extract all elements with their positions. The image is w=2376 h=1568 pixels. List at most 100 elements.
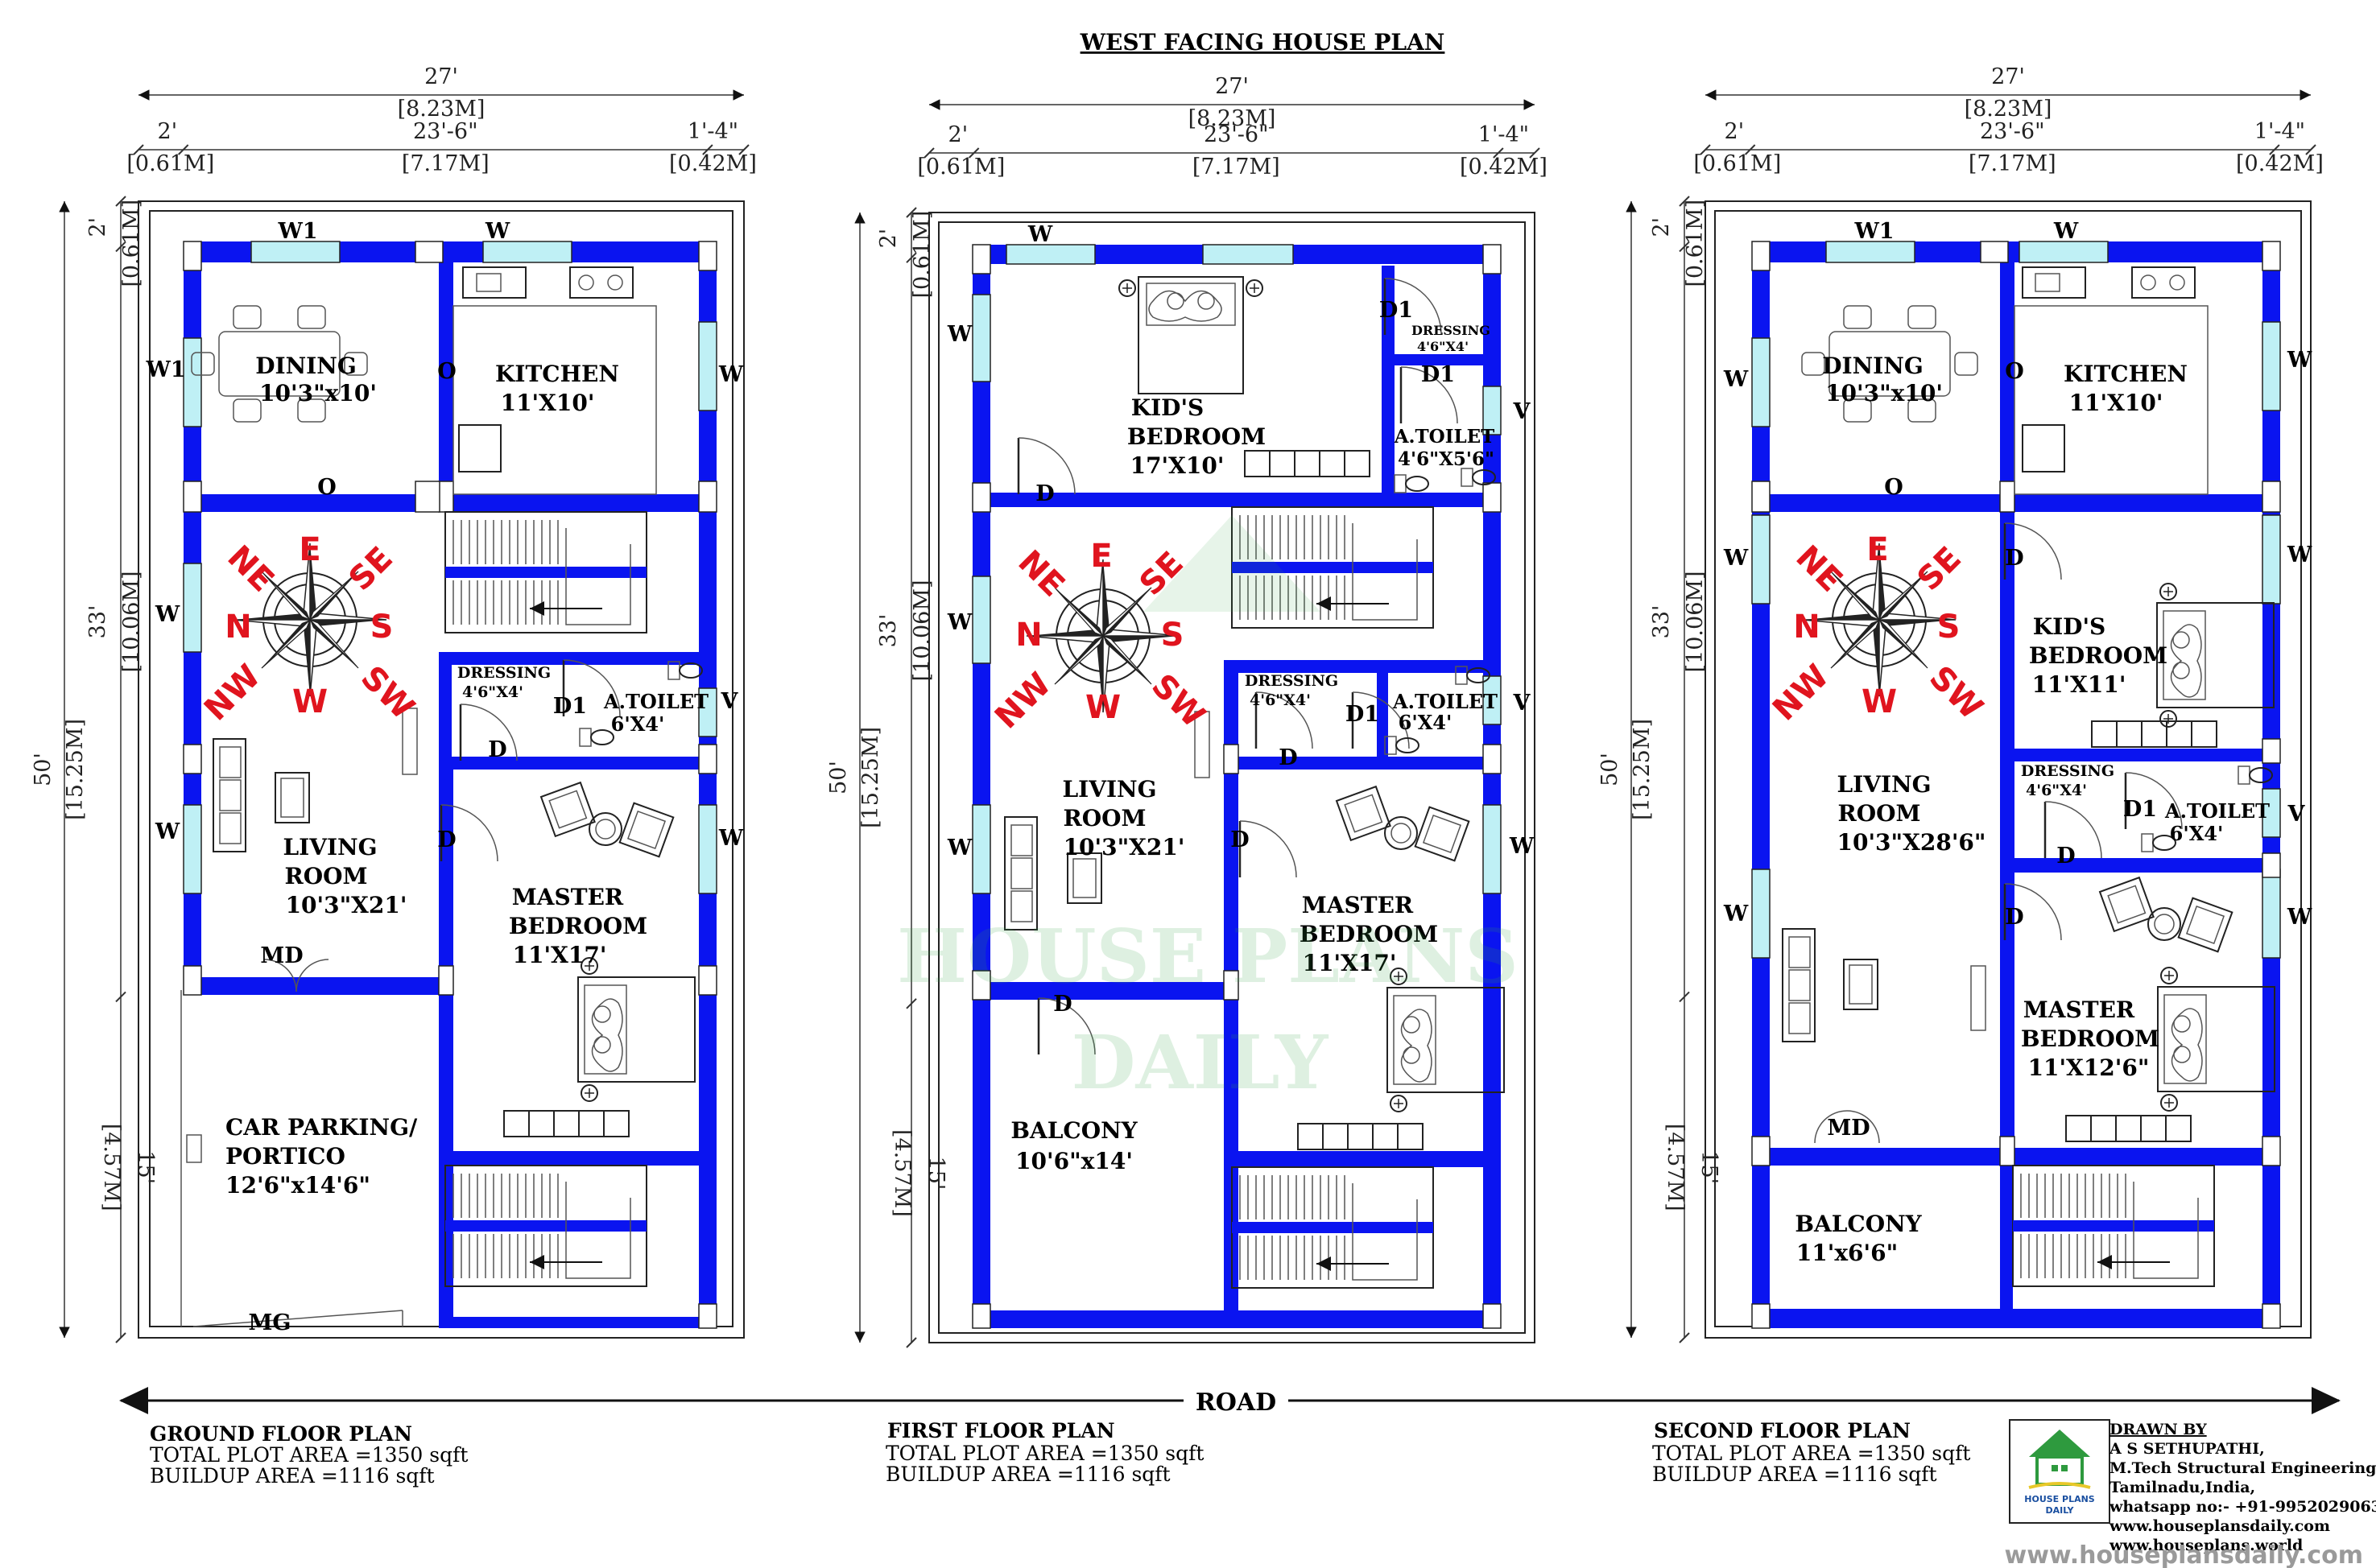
mid-ft: 33': [1649, 605, 1674, 639]
seg-b-ft: 23'-6": [413, 119, 478, 144]
room-master-2: BEDROOM: [1300, 921, 1438, 947]
room-kids-size: 11'X11': [2032, 671, 2126, 698]
label-w: W: [947, 610, 973, 635]
label-o: O: [437, 359, 457, 384]
room-dining-size: 10'3"x10': [1825, 380, 1943, 406]
compass-s: S: [370, 609, 394, 646]
label-w: W: [2287, 905, 2312, 930]
seg-c-ft: 1'-4": [2254, 119, 2305, 144]
credit-name: A S SETHUPATHI,: [2109, 1440, 2265, 1458]
room-dressing-top-size: 4'6"X4': [1417, 339, 1469, 354]
dimension-tick: [1679, 991, 1690, 1003]
room-dining: DINING: [1822, 353, 1924, 379]
room-master: MASTER: [1302, 892, 1414, 918]
room-kids-2: BEDROOM: [2029, 642, 2167, 669]
dimension-tick: [1529, 147, 1540, 159]
seg-b-ft: 23'-6": [1204, 122, 1269, 147]
second-floor-plan: W1 W W W O O W W D D1 V D D W W MD DININ…: [1652, 200, 2312, 1486]
room-balcony: BALCONY: [1795, 1211, 1922, 1237]
bot-m: [4.57M]: [99, 1124, 124, 1211]
room-parking-size: 12'6"x14'6": [225, 1172, 370, 1199]
seg-c-m: [0.42M]: [1460, 155, 1547, 179]
watermark: HOUSE PLANS DAILY: [897, 515, 1519, 1106]
logo-line1: HOUSE PLANS: [2024, 1494, 2095, 1504]
seg-c-m: [0.42M]: [669, 151, 757, 176]
logo-line2: DAILY: [2046, 1505, 2075, 1516]
top-ft: 2': [85, 217, 110, 237]
compass-nw: NW: [197, 658, 267, 728]
label-d1: D1: [553, 694, 587, 719]
seg-c-ft: 1'-4": [1478, 122, 1529, 147]
second-caption: SECOND FLOOR PLAN: [1654, 1419, 1911, 1442]
label-d: D: [2005, 546, 2023, 571]
room-parking-2: PORTICO: [225, 1143, 345, 1170]
label-d: D: [488, 737, 506, 762]
credit-whatsapp: whatsapp no:- +91-9952029063: [2109, 1498, 2376, 1516]
room-living: LIVING: [283, 834, 377, 860]
credits: DRAWN BY A S SETHUPATHI, M.Tech Structur…: [2109, 1421, 2376, 1554]
dimension-tick: [1744, 144, 1756, 155]
room-master: MASTER: [2023, 997, 2135, 1023]
depth-m: [15.25M]: [858, 727, 883, 828]
road-arrow: ROAD: [119, 1387, 2341, 1417]
page-title: WEST FACING HOUSE PLAN: [1080, 29, 1445, 56]
first-caption: FIRST FLOOR PLAN: [887, 1419, 1115, 1442]
second-plot-area: TOTAL PLOT AREA =1350 sqft: [1652, 1442, 1970, 1465]
label-w: W: [947, 836, 973, 860]
width-m: [8.23M]: [1188, 106, 1276, 131]
compass-ne: NE: [220, 538, 281, 600]
bot-m: [4.57M]: [890, 1129, 915, 1217]
second-buildup-area: BUILDUP AREA =1116 sqft: [1652, 1463, 1937, 1486]
room-dressing-top: DRESSING: [1411, 323, 1490, 338]
room-master: MASTER: [512, 884, 624, 910]
credit-site2: www.houseplans.world: [2109, 1537, 2303, 1554]
label-w: W: [1509, 834, 1535, 859]
label-o: O: [317, 475, 337, 500]
label-w: W: [155, 602, 180, 627]
dimension-tick: [906, 998, 917, 1009]
label-w: W: [155, 819, 180, 844]
label-w: W: [1027, 222, 1053, 247]
room-living-2: ROOM: [1063, 805, 1146, 831]
label-w1: W1: [145, 357, 185, 382]
road-label: ROAD: [1196, 1389, 1276, 1417]
label-w: W: [1723, 546, 1749, 571]
compass-se: SE: [342, 540, 400, 598]
width-m: [8.23M]: [1965, 97, 2052, 122]
room-kitchen: KITCHEN: [495, 361, 619, 387]
room-kids: KID'S: [2033, 613, 2106, 640]
room-balcony: BALCONY: [1010, 1117, 1138, 1144]
depth-m: [15.25M]: [1630, 719, 1655, 820]
room-toilet-size: 6'X4': [611, 712, 665, 736]
compass-n: N: [225, 609, 251, 646]
width-ft: 27': [424, 64, 458, 89]
label-w1: W1: [1853, 219, 1894, 244]
top-m: [0.61M]: [1683, 200, 1708, 287]
compass-s: S: [1937, 609, 1961, 646]
dimension-tick: [1679, 196, 1690, 207]
compass-e: E: [1866, 531, 1888, 568]
dimension-tick: [115, 241, 126, 253]
seg-a-ft: 2': [158, 119, 178, 144]
credit-degree: M.Tech Structural Engineering,: [2109, 1459, 2376, 1477]
first-plot-area: TOTAL PLOT AREA =1350 sqft: [886, 1442, 1204, 1465]
compass-w: W: [1085, 689, 1121, 726]
first-floor-plan: W W W W W V V D1 D1 D D1 D D D KID'S BED…: [886, 212, 1535, 1486]
credit-site1: www.houseplansdaily.com: [2109, 1517, 2330, 1535]
mid-ft: 33': [876, 614, 901, 648]
label-d: D: [2056, 844, 2075, 869]
seg-b-ft: 23'-6": [1980, 119, 2045, 144]
room-dressing-size: 4'6"X4': [462, 683, 523, 701]
depth-ft: 50': [1597, 753, 1622, 786]
mid-m: [10.06M]: [910, 580, 935, 681]
ground-buildup-area: BUILDUP AREA =1116 sqft: [150, 1464, 435, 1488]
seg-a-m: [0.61M]: [917, 155, 1005, 179]
label-d1: D1: [1421, 362, 1455, 387]
ground-floor-plan: W1 W W1 W O O W V W W D D D1 MD MG DININ…: [138, 200, 745, 1488]
compass-nw: NW: [988, 666, 1058, 736]
room-toilet-top-size: 4'6"X5'6": [1398, 448, 1494, 470]
room-living-2: ROOM: [284, 863, 367, 889]
room-toilet: A.TOILET: [603, 690, 709, 713]
room-kitchen: KITCHEN: [2064, 361, 2188, 387]
